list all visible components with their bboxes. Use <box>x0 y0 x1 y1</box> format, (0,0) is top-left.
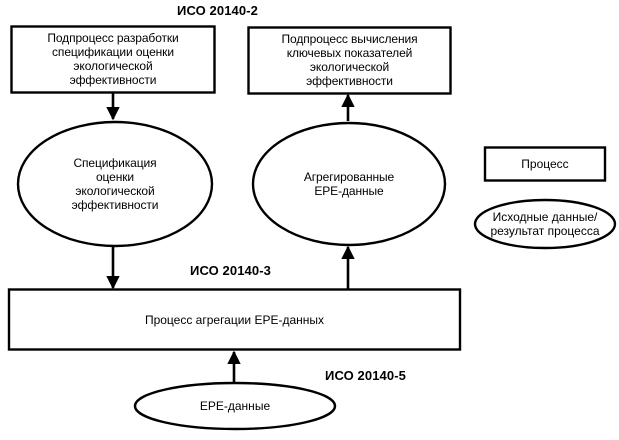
process-aggregation-box[interactable] <box>7 288 462 351</box>
legend-data-ellipse <box>473 198 617 250</box>
legend-process-label: Процесс <box>521 156 569 171</box>
process-kpi-calc-box[interactable] <box>247 26 452 95</box>
legend-process-box <box>483 146 607 182</box>
data-spec-ellipse[interactable] <box>16 120 214 248</box>
process-aggregation-label: Процесс агрегации EPE-данных <box>144 312 325 327</box>
process-spec-dev-box[interactable] <box>10 25 216 94</box>
data-aggregated-ellipse[interactable] <box>251 121 447 247</box>
data-epe-label: EPE-данные <box>199 399 271 413</box>
standard-label-iso-20140-2: ИСО 20140-2 <box>177 3 258 18</box>
standard-label-iso-20140-5: ИСО 20140-5 <box>325 368 406 383</box>
legend-data-label: Исходные данные/ результат процесса <box>490 209 600 238</box>
standard-label-iso-20140-3: ИСО 20140-3 <box>190 263 271 278</box>
